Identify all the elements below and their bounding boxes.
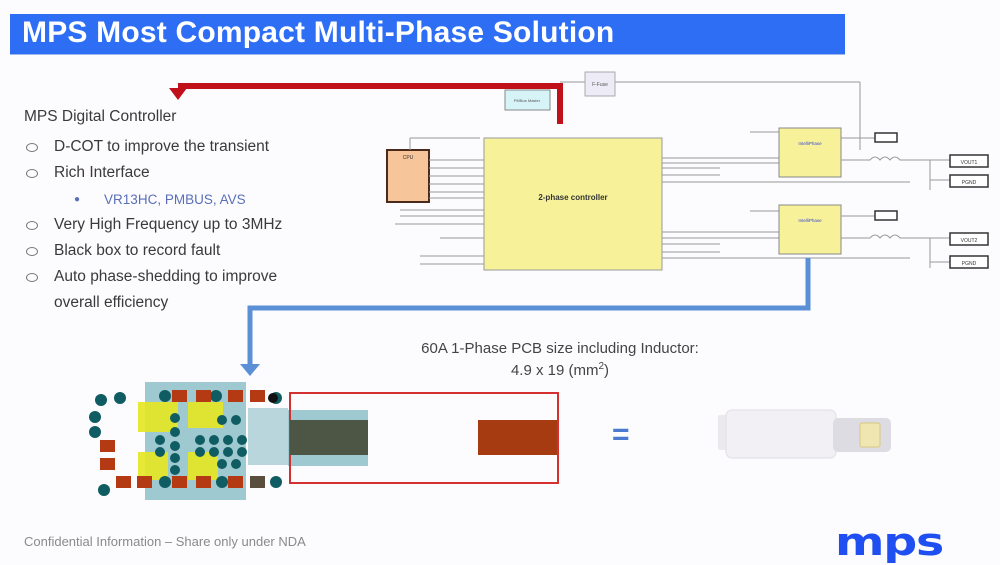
- page-title: MPS Most Compact Multi-Phase Solution: [22, 16, 615, 49]
- feature-label: Rich Interface: [54, 164, 150, 181]
- vin-label-1: [874, 132, 898, 143]
- cpu-box: [386, 149, 430, 203]
- cpu-label: CPU: [403, 155, 414, 161]
- feature-label: D-COT to improve the transient: [54, 138, 270, 155]
- power-stage-1: [778, 127, 842, 178]
- title-bar: MPS Most Compact Multi-Phase Solution: [10, 14, 845, 55]
- lightning-connector-icon: [718, 409, 891, 459]
- caption-close: ): [604, 362, 610, 379]
- feature-item: Black box to record fault: [24, 238, 282, 264]
- feature-item: Very High Frequency up to 3MHz: [24, 212, 282, 238]
- bullet-icon: [26, 168, 38, 178]
- feature-label: Black box to record fault: [54, 242, 221, 259]
- blue-arrow: [240, 258, 811, 376]
- controller-label: 2-phase controller: [538, 193, 607, 202]
- f-fuse-box: [584, 71, 616, 97]
- schematic: [386, 71, 989, 271]
- feature-label: Very High Frequency up to 3MHz: [54, 216, 283, 233]
- pcb-layout: [89, 382, 559, 500]
- pmbus-master-box: [504, 89, 551, 111]
- feature-item: Auto phase-shedding to improve: [24, 264, 282, 290]
- pgnd-label-2: [949, 255, 989, 269]
- power-stage-2: [778, 204, 842, 255]
- sub-bullet-icon: ●: [74, 193, 81, 205]
- vout1-label: [949, 154, 989, 168]
- bullet-icon: [26, 272, 38, 282]
- feature-continuation: overall efficiency: [54, 294, 169, 311]
- vout2-label: [949, 232, 989, 246]
- feature-subitem: ● VR13HC, PMBUS, AVS: [24, 186, 282, 212]
- feature-item: Rich Interface: [24, 160, 282, 186]
- power-stage-2-label: IntelliPhase: [798, 218, 822, 223]
- bullet-icon: [26, 142, 38, 152]
- vout1-text: VOUT1: [961, 160, 978, 166]
- feature-list-heading: MPS Digital Controller: [24, 108, 177, 125]
- equals-sign: =: [612, 418, 630, 451]
- feature-sublabel: VR13HC, PMBUS, AVS: [104, 191, 246, 207]
- bullet-icon: [26, 220, 38, 230]
- vout2-text: VOUT2: [961, 238, 978, 244]
- power-stage-1-label: IntelliPhase: [798, 141, 822, 146]
- pmbus-label: PMBus Master: [514, 98, 541, 103]
- red-arrow: [169, 83, 563, 124]
- pgnd-label-1: [949, 174, 989, 188]
- feature-item: D-COT to improve the transient: [24, 134, 282, 160]
- pcb-caption: 60A 1-Phase PCB size including Inductor:…: [360, 340, 760, 380]
- mps-logo: mps: [835, 520, 944, 564]
- pcb-caption-line2: 4.9 x 19 (mm2): [360, 358, 760, 380]
- feature-list: MPS Digital Controller D-COT to improve …: [24, 108, 282, 316]
- vin-label-2: [874, 210, 898, 221]
- confidential-footer: Confidential Information – Share only un…: [24, 534, 306, 549]
- pgnd1-text: PGND: [962, 180, 977, 186]
- pgnd2-text: PGND: [962, 261, 977, 267]
- feature-label: Auto phase-shedding to improve: [54, 268, 278, 285]
- f-fuse-label: F-Fuse: [592, 82, 608, 88]
- controller-box: [483, 137, 663, 271]
- caption-sup: 2: [598, 361, 605, 372]
- pcb-caption-line1: 60A 1-Phase PCB size including Inductor:: [421, 340, 699, 357]
- caption-size: 4.9 x 19 (mm: [510, 362, 599, 379]
- bullet-icon: [26, 246, 38, 256]
